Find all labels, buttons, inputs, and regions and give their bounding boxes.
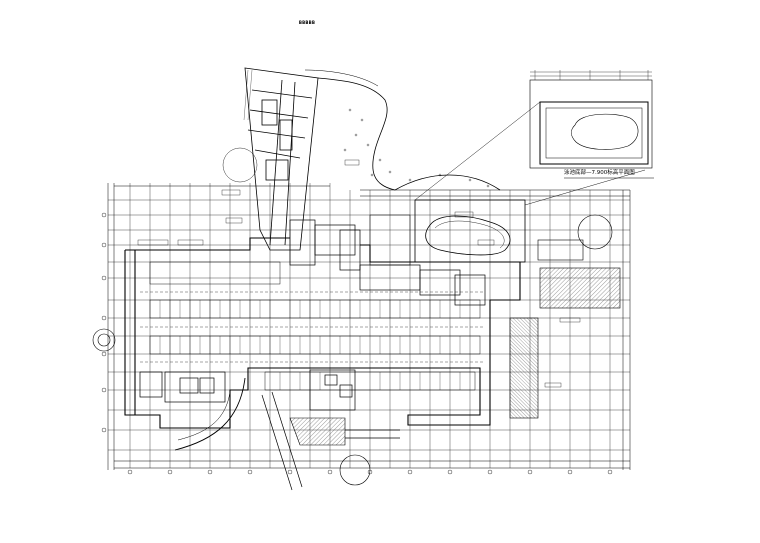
annotation-tags xyxy=(137,159,581,388)
pool-area xyxy=(369,199,526,266)
vegetation xyxy=(343,108,490,188)
detail-leader-lines xyxy=(414,101,646,206)
core-rooms xyxy=(139,219,486,411)
grid-axis-bubbles xyxy=(101,212,613,475)
detail-inset xyxy=(529,70,654,179)
detail-callout-label: 泳池底部—7.900标高平面图 xyxy=(564,170,635,176)
upper-wing xyxy=(243,67,319,251)
parking-rows xyxy=(140,261,485,391)
curved-driveway xyxy=(174,377,246,451)
grid-lines-vertical xyxy=(129,183,611,468)
drawing-title: BBBBB xyxy=(298,20,316,25)
outer-dimension-frame xyxy=(107,183,631,470)
main-building-outline xyxy=(124,237,521,429)
site-circles xyxy=(92,147,613,486)
access-ramp xyxy=(261,391,400,491)
curved-edge-wing xyxy=(304,69,501,191)
grid-lines-horizontal xyxy=(108,199,630,451)
hatched-blocks xyxy=(289,239,621,446)
